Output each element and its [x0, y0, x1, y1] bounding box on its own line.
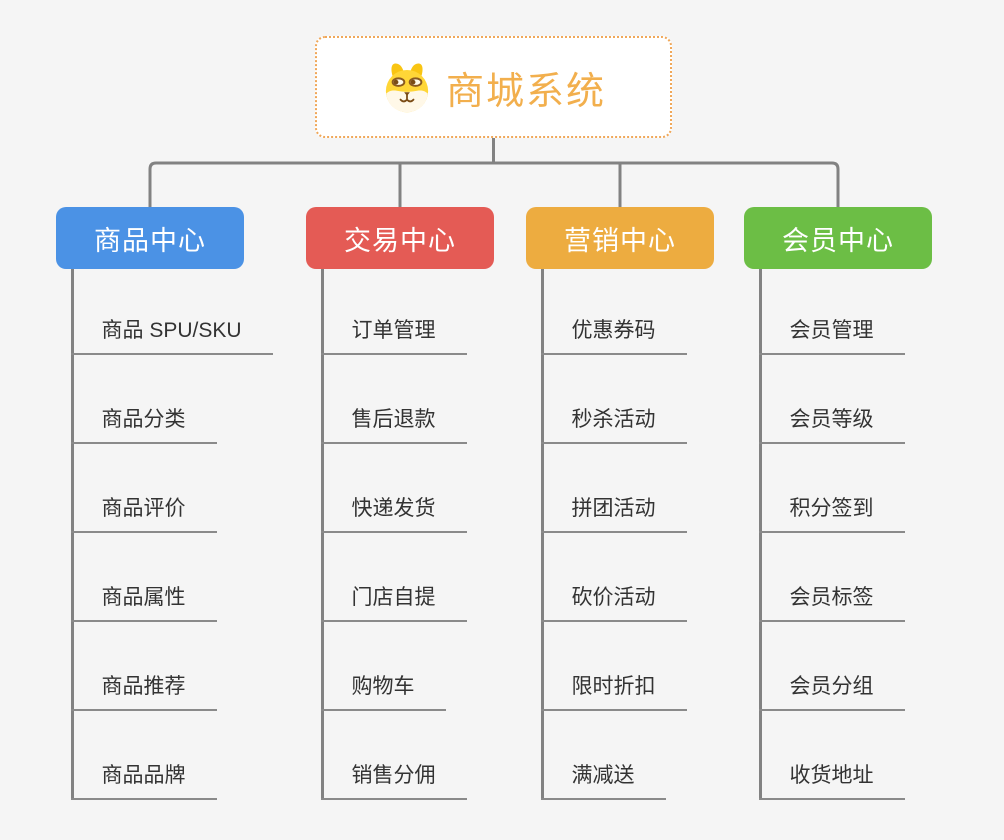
subtopic-node[interactable]: 销售分佣	[320, 754, 467, 800]
subtopic-node[interactable]: 购物车	[320, 665, 446, 711]
subtopic-node[interactable]: 收货地址	[758, 754, 905, 800]
subtopic-node[interactable]: 限时折扣	[540, 665, 687, 711]
subtopic-node[interactable]: 商品 SPU/SKU	[70, 309, 273, 355]
subtopic-node[interactable]: 商品分类	[70, 398, 217, 444]
branch-label: 商品中心	[94, 225, 206, 256]
branch-trunk-line	[70, 269, 74, 800]
subtopic-node[interactable]: 拼团活动	[540, 487, 687, 533]
subtopic-node[interactable]: 砍价活动	[540, 576, 687, 622]
branch-label: 会员中心	[782, 225, 894, 256]
dog-face-icon	[385, 63, 429, 113]
subtopic-node[interactable]: 会员分组	[758, 665, 905, 711]
branch-trunk-line	[540, 269, 544, 800]
root-node[interactable]: 商城系统	[315, 36, 672, 138]
root-title: 商城系统	[445, 70, 606, 113]
subtopic-node[interactable]: 会员等级	[758, 398, 905, 444]
branch-node-2[interactable]: 营销中心	[526, 207, 714, 269]
subtopic-node[interactable]: 商品品牌	[70, 754, 217, 800]
subtopic-node[interactable]: 订单管理	[320, 309, 467, 355]
branch-label: 交易中心	[344, 225, 456, 256]
subtopic-node[interactable]: 积分签到	[758, 487, 905, 533]
subtopic-node[interactable]: 商品属性	[70, 576, 217, 622]
subtopic-node[interactable]: 秒杀活动	[540, 398, 687, 444]
subtopic-node[interactable]: 会员管理	[758, 309, 905, 355]
subtopic-node[interactable]: 商品评价	[70, 487, 217, 533]
subtopic-node[interactable]: 门店自提	[320, 576, 467, 622]
branch-label: 营销中心	[564, 225, 676, 256]
subtopic-node[interactable]: 优惠券码	[540, 309, 687, 355]
subtopic-node[interactable]: 售后退款	[320, 398, 467, 444]
branch-node-0[interactable]: 商品中心	[56, 207, 244, 269]
subtopic-node[interactable]: 满减送	[540, 754, 666, 800]
branch-trunk-line	[758, 269, 762, 800]
tree-connector-path	[148, 138, 840, 207]
subtopic-node[interactable]: 会员标签	[758, 576, 905, 622]
subtopic-node[interactable]: 快递发货	[320, 487, 467, 533]
branch-node-3[interactable]: 会员中心	[744, 207, 932, 269]
branch-trunk-line	[320, 269, 324, 800]
subtopic-node[interactable]: 商品推荐	[70, 665, 217, 711]
branch-node-1[interactable]: 交易中心	[306, 207, 494, 269]
